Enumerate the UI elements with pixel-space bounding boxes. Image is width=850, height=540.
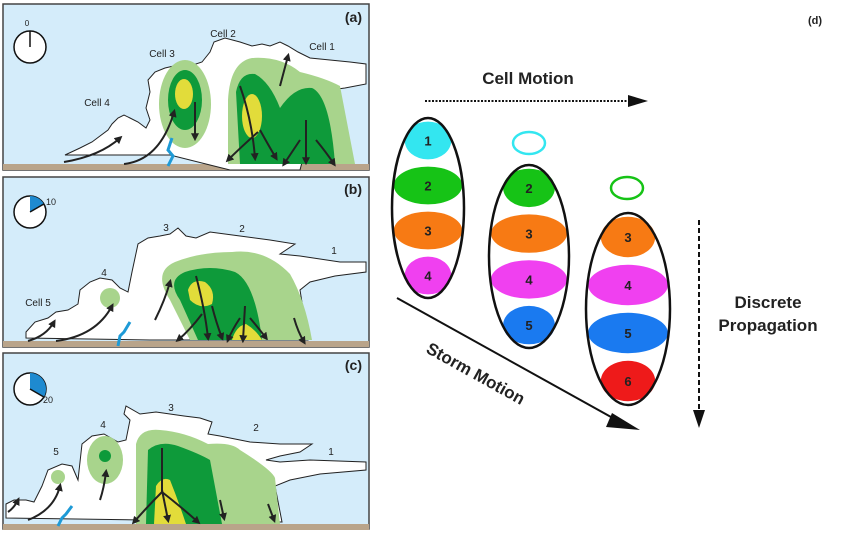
cell-label: 3	[168, 403, 174, 414]
storm-outline	[390, 116, 466, 300]
cell-group: 2 3 4 5	[487, 130, 571, 350]
panel-b: 10 (b) Cell 5 4 3 2 1	[2, 176, 370, 348]
storm-motion-arrow	[396, 297, 621, 423]
cell-ellipse-3	[600, 216, 656, 258]
cell-label: 3	[163, 223, 169, 234]
echo-yellow-core	[242, 94, 262, 138]
gust-front	[56, 505, 74, 527]
cell-ellipse-1	[404, 121, 452, 160]
echo-dark-green	[236, 73, 335, 164]
panel-label: (d)	[808, 15, 822, 27]
cell-label: 2	[253, 423, 259, 434]
clock-hand	[29, 388, 45, 398]
cell-ellipse-4	[588, 264, 668, 306]
clock-icon	[13, 30, 47, 64]
cell-number: 4	[424, 269, 432, 284]
storm-outline	[487, 163, 571, 350]
cell-label: Cell 5	[25, 298, 51, 309]
panel-c: 20 (c) 5 4 3 2 1	[2, 352, 370, 530]
echo-light-green	[51, 470, 65, 484]
cell-number: 5	[525, 318, 532, 333]
cell-ellipse-4	[491, 260, 567, 299]
cell-ellipse-2	[393, 166, 463, 205]
dissipated-cell-2	[609, 175, 645, 201]
clock-elapsed-wedge	[30, 196, 44, 212]
cell-label: Cell 2	[210, 29, 236, 40]
cell-label: Cell 1	[309, 42, 335, 53]
storm-motion-arrowhead	[606, 413, 640, 430]
ground	[3, 341, 369, 347]
cell-ellipse-2	[503, 168, 555, 208]
flow-arrows	[63, 52, 336, 167]
cell-number: 2	[525, 181, 532, 196]
cell-label: 4	[101, 268, 107, 279]
cell-ellipse-6	[600, 360, 656, 402]
cell-label: Cell 3	[149, 49, 175, 60]
cell-number: 1	[424, 134, 431, 149]
cell-number: 3	[525, 227, 532, 242]
cell-label: 1	[328, 447, 334, 458]
cell-ellipse-4	[404, 256, 452, 295]
cell-number: 3	[424, 224, 431, 239]
clock-icon	[13, 372, 47, 406]
propagation-label: Propagation	[718, 316, 817, 335]
cell-ellipse-3	[491, 214, 567, 253]
clock-minutes: 10	[46, 197, 56, 207]
cell-label: 5	[53, 447, 59, 458]
cell-ellipse-5	[503, 305, 555, 345]
cell-motion-label: Cell Motion	[482, 69, 574, 88]
cell-number: 3	[624, 230, 631, 245]
gust-front	[166, 137, 175, 167]
echo-dark-green	[99, 450, 111, 462]
flow-arrows	[27, 275, 306, 345]
discrete-label: Discrete	[734, 293, 801, 312]
gust-front	[116, 321, 132, 347]
storm-outline	[584, 211, 672, 407]
cell-number: 2	[424, 179, 431, 194]
cell-group: 3 4 5 6	[584, 175, 672, 407]
discrete-propagation-arrowhead	[693, 410, 705, 428]
cell-ellipse-3	[393, 211, 463, 250]
cell-number: 4	[525, 272, 533, 287]
cell-label: 4	[100, 420, 106, 431]
panel-label: (b)	[344, 181, 362, 197]
panel-label: (a)	[345, 9, 362, 25]
panel-label: (c)	[345, 357, 362, 373]
echo-light-green	[100, 288, 120, 308]
ground	[3, 524, 369, 530]
panel-d: (d) Cell Motion 1 2 3 4 2 3 4 5 3 4 5 6 Storm Motio…	[390, 15, 822, 430]
cell-number: 4	[624, 278, 632, 293]
cell-label: 1	[331, 246, 337, 257]
panel-a: 0 (a) Cell 4 Cell 3 Cell 2 Cell 1	[2, 3, 370, 171]
storm-motion-label: Storm Motion	[423, 339, 528, 409]
cell-ellipse-5	[588, 312, 668, 354]
cell-label: 2	[239, 224, 245, 235]
cell-label: Cell 4	[84, 98, 110, 109]
cell-number: 6	[624, 374, 631, 389]
dissipated-cell-1	[511, 130, 547, 156]
clock-hand	[29, 203, 45, 213]
clock-minutes: 0	[25, 19, 30, 28]
clock-minutes: 20	[43, 395, 53, 405]
flow-arrows	[7, 448, 277, 525]
cell-number: 5	[624, 326, 631, 341]
clock-icon	[13, 195, 47, 229]
cell-motion-arrowhead	[628, 95, 648, 107]
echo-yellow-core	[175, 79, 193, 109]
ground	[3, 164, 369, 170]
cell-group: 1 2 3 4	[390, 116, 466, 300]
cell-groups: 1 2 3 4 2 3 4 5 3 4 5 6	[390, 116, 672, 407]
